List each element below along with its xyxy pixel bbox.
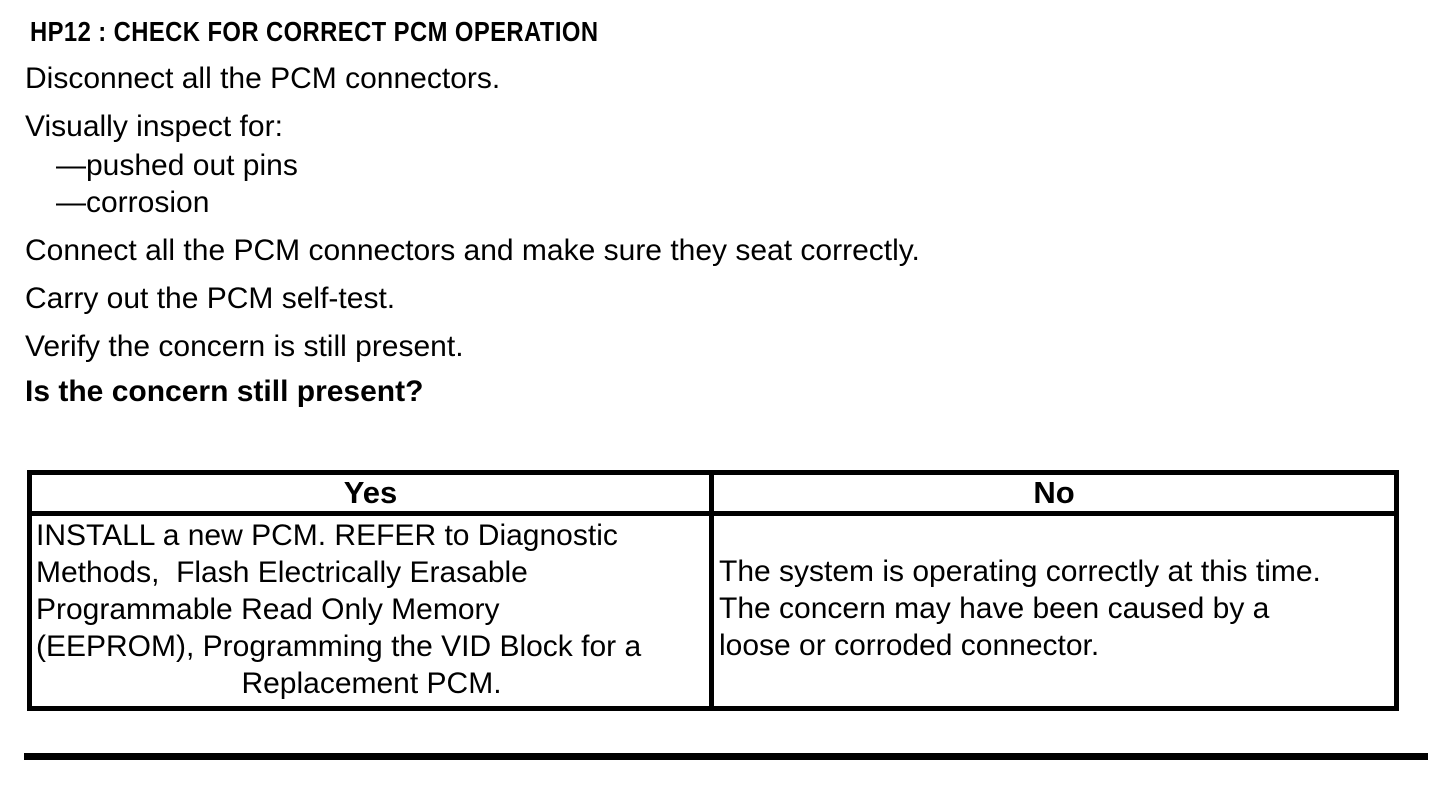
yes-action-line: (EEPROM), Programming the VID Block for … bbox=[36, 630, 642, 663]
instruction-line: Visually inspect for: bbox=[25, 110, 283, 143]
decision-table-header-row: Yes No bbox=[27, 470, 1399, 516]
instruction-line: Carry out the PCM self-test. bbox=[25, 282, 396, 315]
instruction-subitem: —corrosion bbox=[56, 186, 210, 219]
no-action-line: The system is operating correctly at thi… bbox=[719, 554, 1321, 588]
no-action-cell: The system is operating correctly at thi… bbox=[709, 511, 1399, 711]
no-column-header: No bbox=[709, 470, 1399, 516]
question-line: Is the concern still present? bbox=[25, 375, 424, 408]
no-action-line: The concern may have been caused by a bbox=[719, 591, 1270, 625]
instruction-line: Verify the concern is still present. bbox=[25, 330, 464, 363]
yes-action-line: INSTALL a new PCM. REFER to Diagnostic bbox=[36, 519, 618, 552]
instruction-line: Connect all the PCM connectors and make … bbox=[25, 234, 920, 267]
no-action-line: loose or corroded connector. bbox=[719, 628, 1100, 662]
yes-action-cell: INSTALL a new PCM. REFER to Diagnostic M… bbox=[27, 511, 714, 711]
yes-action-line: Methods, Flash Electrically Erasable bbox=[36, 556, 528, 589]
instruction-subitem: —pushed out pins bbox=[56, 149, 298, 182]
decision-table-body-row: INSTALL a new PCM. REFER to Diagnostic M… bbox=[27, 511, 1399, 711]
instruction-line: Disconnect all the PCM connectors. bbox=[25, 62, 501, 95]
yes-column-header: Yes bbox=[27, 470, 714, 516]
page-divider-rule bbox=[24, 753, 1428, 760]
yes-action-line: Replacement PCM. bbox=[241, 667, 502, 700]
yes-action-line: Programmable Read Only Memory bbox=[36, 593, 500, 626]
page-title: HP12 : CHECK FOR CORRECT PCM OPERATION bbox=[30, 16, 599, 47]
decision-table: Yes No INSTALL a new PCM. REFER to Diagn… bbox=[27, 470, 1399, 711]
